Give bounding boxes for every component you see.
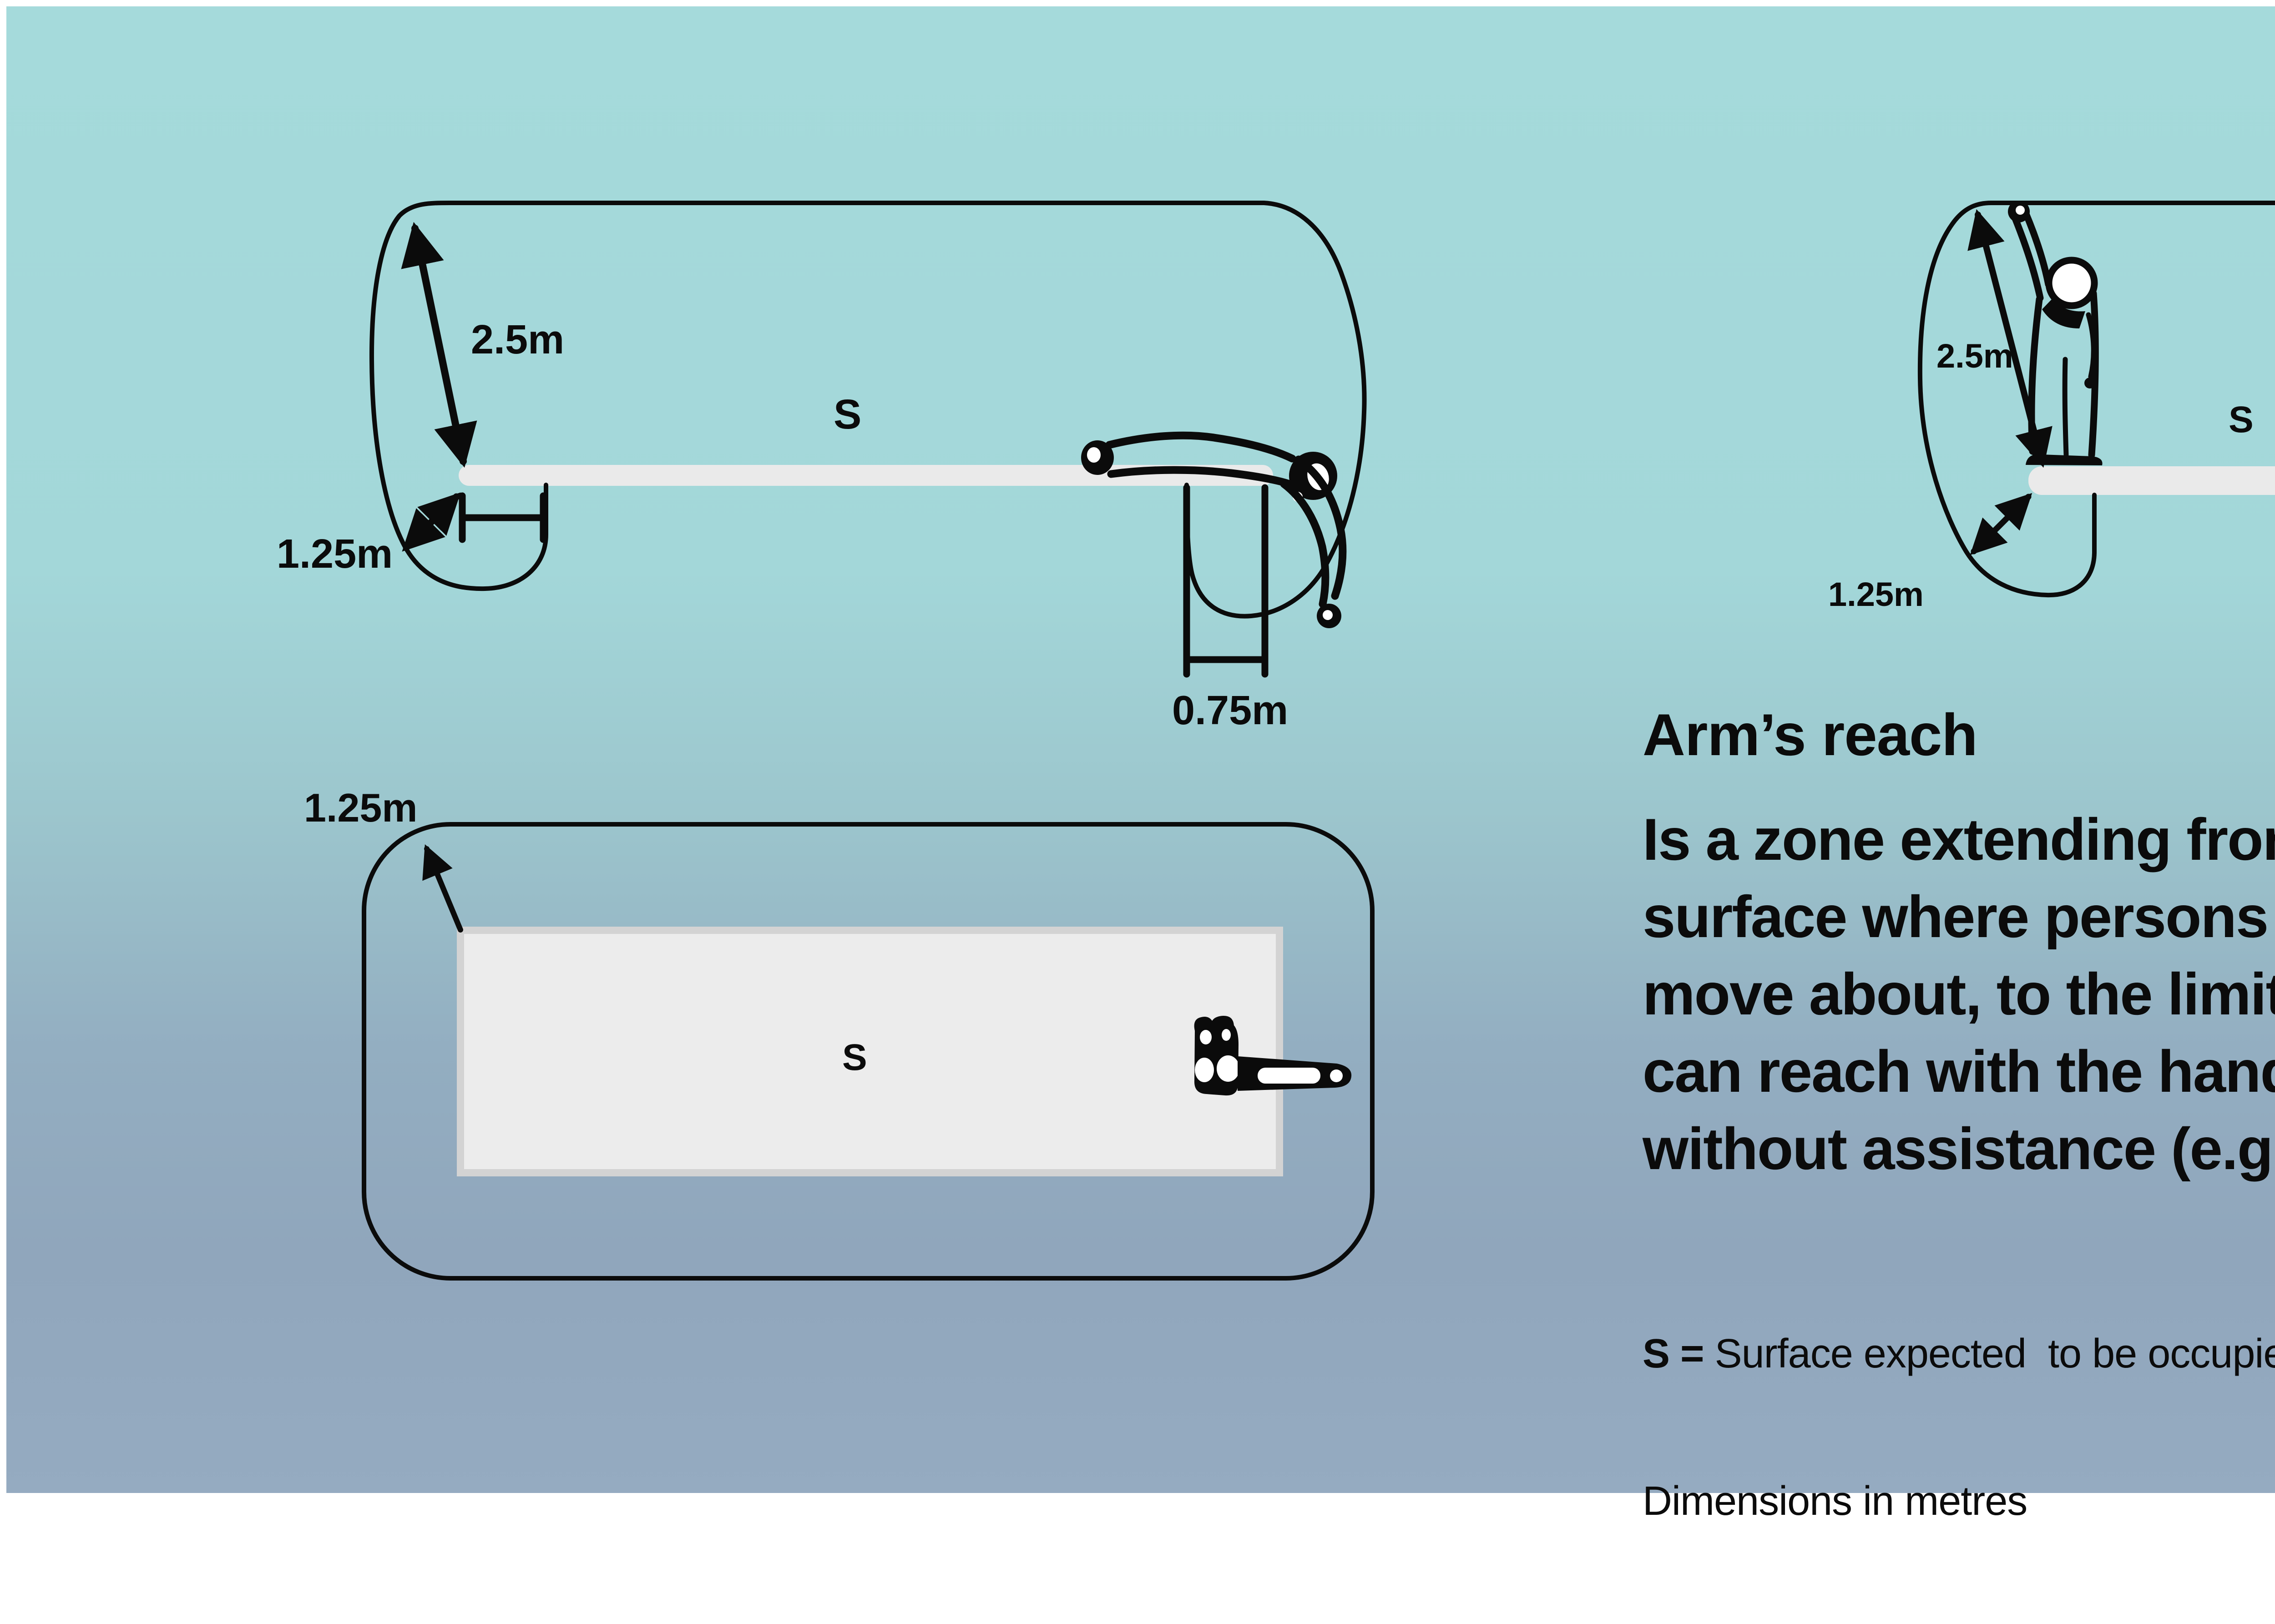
dimension-ticks-left [459, 492, 547, 543]
reach-zone-outline [369, 201, 1367, 619]
definition-line: can reach with the hand in any direction [1643, 1038, 2275, 1105]
page-canvas: 2.5m 1.25m 0.75m S [6, 6, 2275, 1524]
legend-footnote: S = Surface expected to be occupied by p… [1643, 1231, 2275, 1624]
label-1-25m: 1.25m [304, 785, 418, 830]
legend-term: S = [1643, 1331, 1704, 1377]
label-1-25m: 1.25m [1828, 575, 1924, 613]
definition-line: surface where persons usually stand or [1643, 883, 2275, 950]
person-top-view-icon [1194, 1015, 1352, 1096]
label-surface-s: S [842, 1037, 867, 1078]
surface-slab [459, 465, 1273, 486]
dimension-arrow-1-25m [422, 844, 463, 933]
legend-dimensions-note: Dimensions in metres [1643, 1478, 2027, 1524]
person-standing-icon [2008, 201, 2103, 465]
legend-definition: Surface expected to be occupied by perso… [1714, 1331, 2275, 1377]
definition-line: without assistance (e.g. tools or ladder… [1643, 1115, 2275, 1182]
dimension-arrow-1-25m [1970, 493, 2032, 555]
reach-zone-outline [1917, 201, 2275, 598]
definition-paragraph: Is a zone extending from any point on a … [1643, 801, 2275, 1187]
label-2-5m: 2.5m [1936, 337, 2013, 375]
dimension-arrow-2-5m [401, 222, 477, 468]
diagram-side-view-large-surface: 2.5m 1.25m 0.75m S [277, 201, 1367, 733]
surface-slab [457, 927, 1283, 1176]
page-title: Arm’s reach [1643, 701, 1978, 768]
reach-zone-outline [362, 822, 1375, 1281]
dimension-ticks-0-75m [1183, 484, 1269, 678]
diagram-plan-view: 1.25m S [304, 785, 1375, 1281]
label-surface-s: S [2229, 399, 2254, 440]
person-lying-icon [1081, 431, 1347, 628]
label-surface-s: S [834, 391, 861, 438]
surface-slab [2028, 466, 2275, 495]
diagram-side-view-standing-person: 2.5m 1.25m S [1828, 201, 2275, 613]
label-1-25m: 1.25m [277, 531, 393, 577]
legend-surface-definition: S = Surface expected to be occupied by p… [1643, 1329, 2275, 1378]
label-2-5m: 2.5m [471, 317, 564, 363]
dimension-arrow-1-25m [402, 492, 461, 552]
label-0-75m: 0.75m [1172, 688, 1288, 733]
definition-line: move about, to the limits that a person [1643, 961, 2275, 1027]
definition-line: Is a zone extending from any point on a [1643, 806, 2275, 873]
